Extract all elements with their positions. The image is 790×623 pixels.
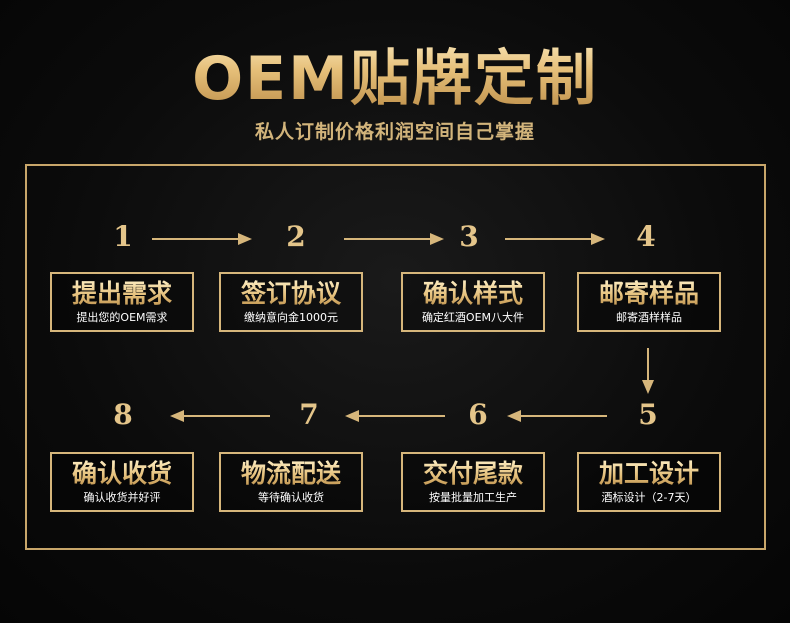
- step-number-3: 3: [459, 220, 479, 253]
- step-number-6: 6: [468, 398, 488, 431]
- step-card-8: 确认收货 确认收货并好评: [50, 452, 194, 512]
- step-number-7: 7: [299, 398, 319, 431]
- arrow-down-icon: [642, 348, 654, 394]
- step-number-5: 5: [638, 398, 658, 431]
- step-desc-3: 确定红酒OEM八大件: [421, 311, 525, 324]
- step-card-5: 加工设计 酒标设计（2-7天）: [577, 452, 721, 512]
- step-title-2: 签订协议: [221, 279, 361, 309]
- step-title-5: 加工设计: [579, 459, 719, 489]
- step-title-3: 确认样式: [403, 279, 543, 309]
- arrow-right-icon: [344, 233, 444, 245]
- step-title-4: 邮寄样品: [579, 279, 719, 309]
- step-number-4: 4: [636, 220, 656, 253]
- step-desc-1: 提出您的OEM需求: [76, 311, 168, 324]
- step-card-2: 签订协议 缴纳意向金1000元: [219, 272, 363, 332]
- arrow-right-icon: [152, 233, 252, 245]
- step-desc-7: 等待确认收货: [258, 491, 324, 504]
- step-title-7: 物流配送: [221, 459, 361, 489]
- step-title-1: 提出需求: [52, 279, 192, 309]
- process-frame: [25, 164, 766, 550]
- arrow-left-icon: [170, 410, 270, 422]
- page-subtitle: 私人订制价格利润空间自己掌握: [254, 121, 535, 143]
- step-card-1: 提出需求 提出您的OEM需求: [50, 272, 194, 332]
- arrow-left-icon: [345, 410, 445, 422]
- page-title: OEM贴牌定制: [0, 30, 790, 117]
- step-card-7: 物流配送 等待确认收货: [219, 452, 363, 512]
- step-title-6: 交付尾款: [403, 459, 543, 489]
- step-number-8: 8: [113, 398, 133, 431]
- step-desc-8: 确认收货并好评: [83, 491, 161, 504]
- arrow-left-icon: [507, 410, 607, 422]
- step-number-2: 2: [286, 220, 306, 253]
- step-number-1: 1: [113, 220, 133, 253]
- arrow-right-icon: [505, 233, 605, 245]
- step-card-6: 交付尾款 按量批量加工生产: [401, 452, 545, 512]
- step-desc-6: 按量批量加工生产: [429, 491, 517, 504]
- step-desc-5: 酒标设计（2-7天）: [601, 491, 697, 504]
- step-desc-4: 邮寄酒样样品: [616, 311, 682, 324]
- step-desc-2: 缴纳意向金1000元: [244, 311, 338, 324]
- step-title-8: 确认收货: [52, 459, 192, 489]
- step-card-3: 确认样式 确定红酒OEM八大件: [401, 272, 545, 332]
- step-card-4: 邮寄样品 邮寄酒样样品: [577, 272, 721, 332]
